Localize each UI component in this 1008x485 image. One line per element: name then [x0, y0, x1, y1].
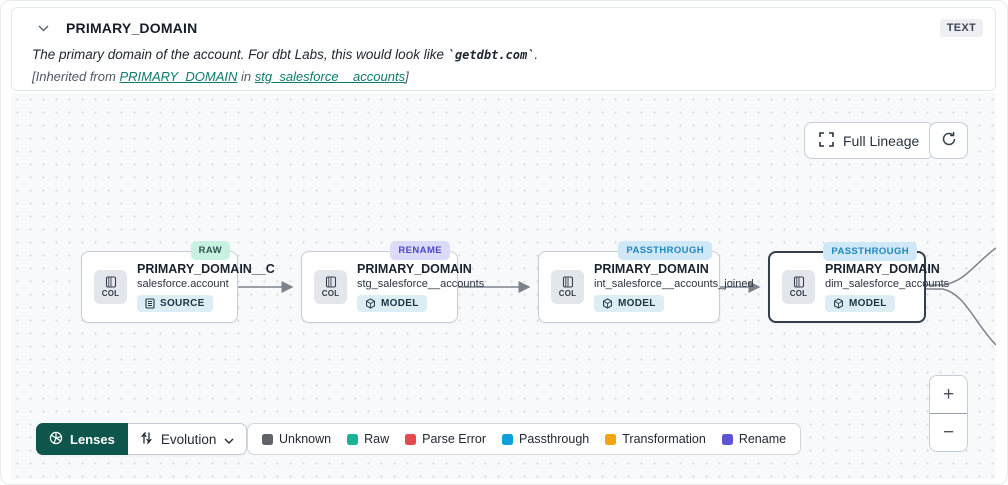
legend-label: Raw: [364, 432, 390, 446]
inherited-column-link[interactable]: PRIMARY_DOMAIN: [119, 69, 238, 84]
node-model-name: salesforce.account: [137, 278, 229, 290]
legend-swatch-transformation: [605, 433, 617, 445]
column-chip: COL: [314, 270, 347, 304]
node-title: PRIMARY_DOMAIN: [825, 262, 940, 276]
evolution-icon: [140, 431, 153, 448]
description-code: `getdbt.com`: [447, 48, 535, 62]
model-icon: [834, 298, 843, 309]
node-title: PRIMARY_DOMAIN__C: [137, 262, 275, 276]
node-model-name: dim_salesforce_accounts: [825, 278, 950, 290]
legend-label: Parse Error: [422, 432, 487, 446]
inherited-from-line: [Inherited from PRIMARY_DOMAIN in stg_sa…: [32, 69, 983, 84]
description-text: The primary domain of the account. For d…: [32, 47, 448, 62]
inherited-prefix: [Inherited from: [32, 69, 120, 84]
col-chip-label: COL: [101, 289, 120, 298]
refresh-icon: [941, 131, 957, 150]
full-lineage-label: Full Lineage: [843, 132, 920, 149]
lens-legend: Unknown Raw Parse Error Passthrough Tran…: [247, 423, 802, 455]
resource-type-badge: MODEL: [825, 295, 895, 312]
column-description: The primary domain of the account. For d…: [32, 47, 983, 62]
column-type-badge: TEXT: [939, 19, 983, 37]
node-title: PRIMARY_DOMAIN: [357, 262, 472, 276]
lens-select-dropdown[interactable]: Evolution: [127, 423, 248, 455]
legend-label: Transformation: [622, 432, 706, 446]
collapse-chevron-icon[interactable]: [32, 19, 54, 37]
zoom-out-button[interactable]: −: [930, 414, 967, 451]
fullscreen-icon: [819, 131, 834, 150]
resource-type-badge: SOURCE: [137, 295, 213, 312]
inherited-model-link[interactable]: stg_salesforce__accounts: [254, 69, 406, 84]
model-icon: [603, 298, 612, 309]
legend-label: Unknown: [279, 432, 332, 446]
legend-item: Rename: [721, 432, 787, 446]
column-title: PRIMARY_DOMAIN: [66, 20, 198, 36]
zoom-controls: + −: [929, 375, 968, 452]
lenses-label: Lenses: [70, 431, 115, 447]
col-chip-label: COL: [558, 289, 577, 298]
lineage-node[interactable]: RAW COL PRIMARY_DOMAIN__C salesforce.acc…: [81, 241, 275, 323]
status-badge: RENAME: [390, 241, 450, 260]
column-chip: COL: [551, 270, 584, 304]
zoom-in-button[interactable]: +: [930, 376, 967, 414]
column-icon: [793, 276, 804, 288]
inherited-suffix: ]: [405, 69, 409, 84]
legend-item: Unknown: [262, 432, 331, 446]
legend-label: Rename: [738, 432, 787, 446]
resource-type-badge: MODEL: [594, 295, 664, 312]
description-period: .: [534, 47, 539, 62]
resource-type-badge: MODEL: [357, 295, 427, 312]
column-chip: COL: [782, 270, 815, 304]
node-title: PRIMARY_DOMAIN: [594, 262, 709, 276]
column-icon: [105, 276, 116, 288]
lineage-node[interactable]: RENAME COL PRIMARY_DOMAIN stg_salesforce…: [301, 241, 484, 323]
resource-type-label: SOURCE: [160, 298, 205, 309]
source-icon: [145, 298, 155, 309]
legend-item: Raw: [347, 432, 389, 446]
legend-swatch-parse-error: [405, 433, 417, 445]
status-badge: PASSTHROUGH: [618, 241, 712, 260]
resource-type-label: MODEL: [618, 298, 656, 309]
model-icon: [366, 298, 375, 309]
node-model-name: stg_salesforce__accounts: [357, 278, 485, 290]
status-badge: RAW: [190, 241, 230, 260]
col-chip-label: COL: [789, 289, 808, 298]
lens-selected-value: Evolution: [160, 431, 217, 447]
lenses-button[interactable]: Lenses: [36, 423, 128, 455]
resource-type-label: MODEL: [849, 298, 887, 309]
column-icon: [562, 276, 573, 288]
column-chip: COL: [94, 270, 127, 304]
legend-swatch-passthrough: [502, 433, 514, 445]
legend-item: Parse Error: [405, 432, 486, 446]
column-header-card: PRIMARY_DOMAIN TEXT The primary domain o…: [11, 7, 996, 91]
lens-aperture-icon: [49, 431, 63, 448]
chevron-down-icon: [224, 432, 234, 447]
refresh-button[interactable]: [929, 122, 968, 159]
lineage-node[interactable]: PASSTHROUGH COL PRIMARY_DOMAIN int_sales…: [538, 241, 754, 323]
node-model-name: int_salesforce__accounts_joined: [594, 278, 754, 290]
legend-item: Passthrough: [502, 432, 589, 446]
column-icon: [325, 276, 336, 288]
full-lineage-button[interactable]: Full Lineage: [804, 122, 935, 159]
legend-item: Transformation: [605, 432, 706, 446]
status-badge: PASSTHROUGH: [823, 242, 917, 261]
inherited-middle: in: [237, 69, 255, 84]
legend-swatch-raw: [347, 433, 359, 445]
legend-swatch-rename: [721, 433, 733, 445]
lens-control: Lenses Evolution: [36, 423, 248, 455]
lineage-canvas[interactable]: Full Lineage RAW COL PRIMARY_DOMAIN__C s…: [11, 93, 996, 479]
col-chip-label: COL: [321, 289, 340, 298]
legend-swatch-unknown: [262, 433, 273, 445]
lineage-node-selected[interactable]: PASSTHROUGH COL PRIMARY_DOMAIN dim_sales…: [768, 242, 949, 323]
resource-type-label: MODEL: [381, 298, 419, 309]
legend-label: Passthrough: [519, 432, 590, 446]
